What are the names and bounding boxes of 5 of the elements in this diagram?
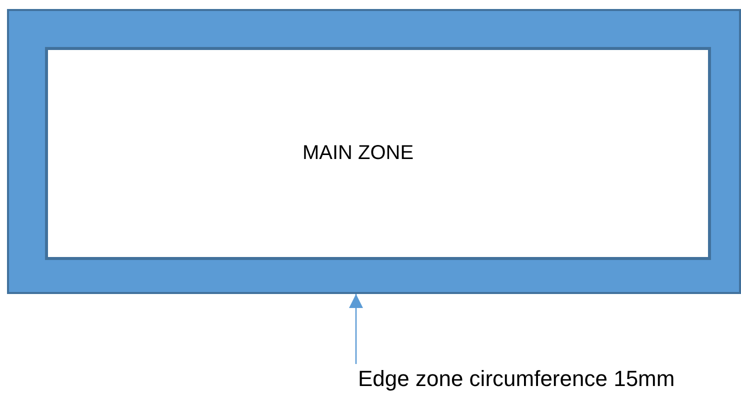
- annotation-text: Edge zone circumference 15mm: [358, 366, 675, 392]
- zone-label: MAIN ZONE: [302, 142, 414, 165]
- edge-zone-band: [7, 9, 741, 294]
- main-zone-box: [45, 47, 711, 260]
- leader-arrow: [349, 294, 363, 364]
